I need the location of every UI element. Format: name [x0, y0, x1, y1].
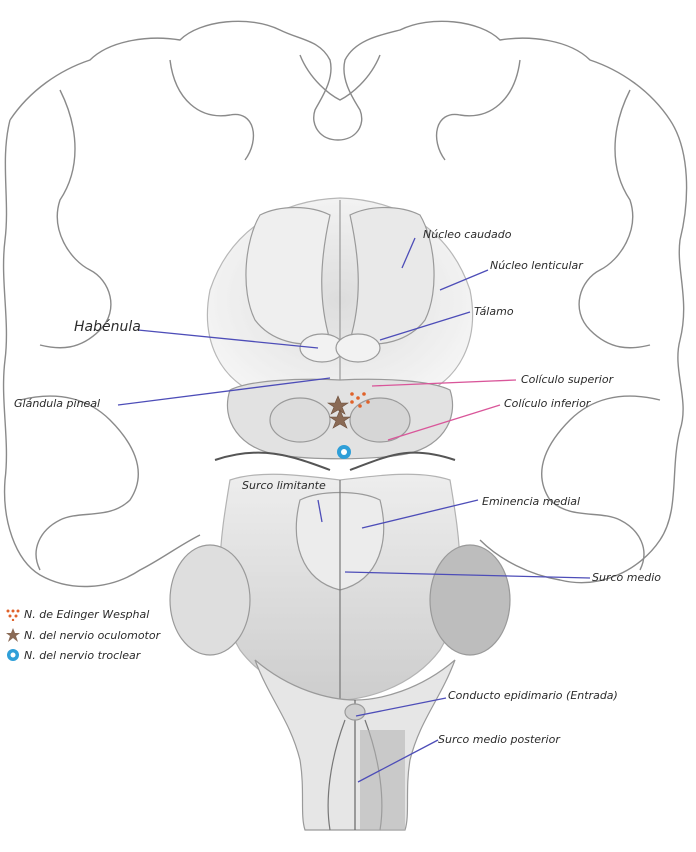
cortex-outline	[2, 20, 688, 588]
pointer-coliculo-superior	[371, 379, 517, 387]
label-surco-medio-posterior: Surco medio posterior	[438, 733, 560, 746]
pointer-surco-medio	[344, 571, 591, 579]
pointer-talamo	[379, 311, 471, 341]
legend-label: N. del nervio oculomotor	[24, 628, 161, 642]
label-eminencia-medial: Eminencia medial	[482, 495, 581, 508]
pointer-glandula-pineal	[117, 377, 331, 406]
legend-item-edinger-westphal: N. de Edinger Wesphal	[6, 608, 149, 621]
medulla	[254, 659, 456, 831]
label-surco-limitante: Surco limitante	[242, 479, 326, 492]
dots-icon	[6, 609, 20, 621]
pointer-habenula	[137, 329, 319, 349]
pointer-conducto-epidimario	[355, 697, 447, 717]
label-nucleo-caudado: Núcleo caudado	[423, 228, 512, 241]
label-coliculo-superior: Colículo superior	[521, 373, 614, 386]
pointer-eminencia-medial	[361, 499, 479, 529]
pointer-surco-limitante	[317, 499, 323, 523]
pointer-surco-medio-posterior	[357, 739, 439, 783]
pointer-nucleo-caudado	[401, 237, 416, 269]
label-talamo: Tálamo	[474, 305, 514, 318]
pointer-lines	[117, 237, 591, 783]
label-coliculo-inferior: Colículo inferior	[504, 397, 591, 410]
label-conducto-epidimario: Conducto epidimario (Entrada)	[448, 689, 618, 702]
legend-label: N. del nervio troclear	[24, 648, 141, 662]
legend-label: N. de Edinger Wesphal	[24, 608, 150, 621]
pointer-coliculo-inferior	[387, 404, 501, 441]
star-icon	[6, 628, 20, 642]
pointer-nucleo-lenticular	[439, 269, 489, 291]
legend-item-troclear: N. del nervio troclear	[6, 648, 140, 662]
trochlear-circle	[337, 445, 351, 459]
diencephalon	[206, 197, 474, 420]
legend-item-oculomotor: N. del nervio oculomotor	[6, 628, 160, 642]
label-nucleo-lenticular: Núcleo lenticular	[490, 259, 583, 272]
label-surco-medio: Surco medio	[592, 571, 662, 584]
circle-icon	[7, 649, 19, 661]
oculomotor-stars	[327, 395, 351, 429]
pons	[169, 473, 511, 701]
edinger-westphal-dots	[350, 392, 370, 408]
label-habenula: Habénula	[74, 319, 141, 335]
nucleus-markers	[327, 392, 370, 459]
label-glandula-pineal: Glándula pineal	[14, 397, 101, 410]
